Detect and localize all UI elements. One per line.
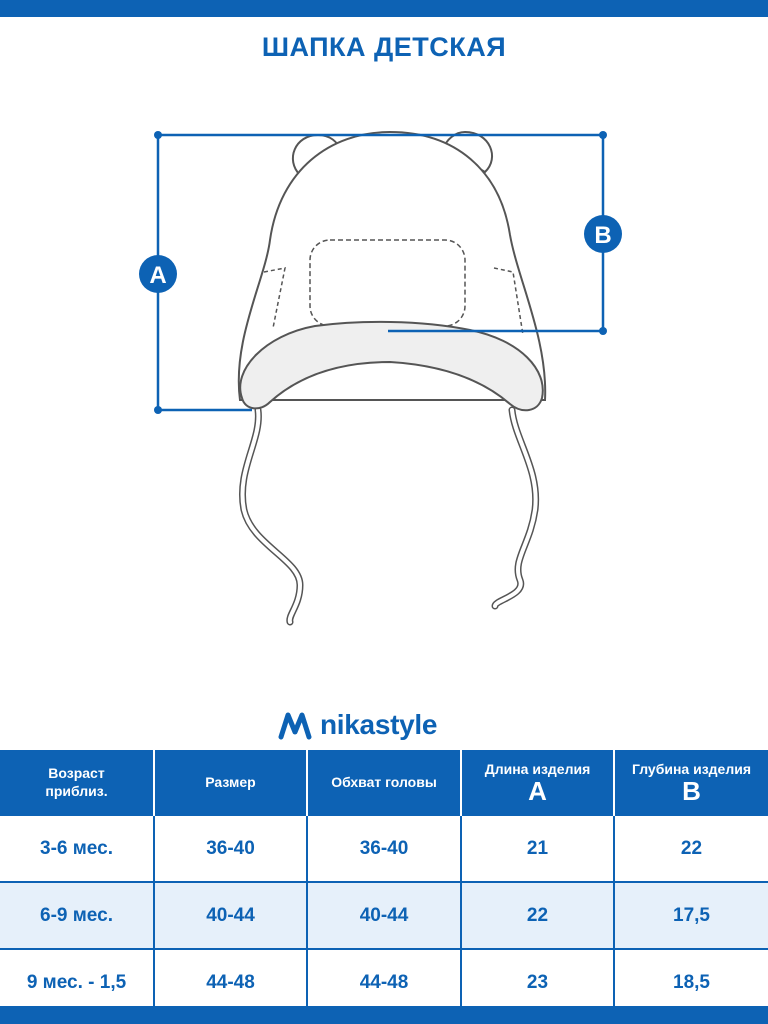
table-cell: 36-40: [306, 814, 462, 883]
top-banner: [0, 0, 768, 17]
dimension-a-label: A: [149, 262, 166, 289]
table-cell: 9 мес. - 1,5: [0, 948, 155, 1017]
left-earflap-stitch: [263, 267, 286, 329]
table-cell: 3-6 мес.: [0, 814, 155, 883]
dimension-b-marker: [584, 215, 622, 253]
table-cell: 22: [613, 814, 768, 883]
table-cell: 17,5: [613, 881, 768, 950]
table-row: 3-6 мес. 36-40 36-40 21 22: [0, 814, 768, 883]
table-row: 9 мес. - 1,5 44-48 44-48 23 18,5: [0, 948, 768, 1017]
table-cell: 40-44: [306, 881, 462, 950]
right-tie-inner: [493, 408, 538, 608]
header-head-circumference: Обхват головы: [306, 750, 461, 815]
page-title: ШАПКА ДЕТСКАЯ: [261, 32, 507, 62]
right-tie: [491, 406, 540, 610]
size-table: Возраст приблиз. Размер Обхват головы Дл…: [0, 750, 768, 1017]
table-cell: 23: [460, 948, 615, 1017]
table-row: 6-9 мес. 40-44 40-44 22 17,5: [0, 881, 768, 950]
dimension-b-label: B: [594, 222, 611, 249]
table-cell: 40-44: [153, 881, 308, 950]
nikastyle-logo-icon: [278, 712, 312, 740]
left-tie: [239, 406, 304, 626]
hat-diagram: A B: [139, 130, 622, 626]
brand-name: nikastyle: [320, 709, 438, 740]
dimension-a-marker: [139, 255, 177, 293]
left-tie-inner: [240, 408, 303, 624]
header-age: Возраст приблиз.: [0, 750, 154, 815]
hat-lining: [239, 320, 544, 412]
table-cell: 22: [460, 881, 615, 950]
table-cell: 18,5: [613, 948, 768, 1017]
size-table-header: Возраст приблиз. Размер Обхват головы Дл…: [0, 750, 768, 815]
brand-logo: nikastyle: [278, 706, 437, 744]
header-size: Размер: [153, 750, 307, 815]
table-cell: 36-40: [153, 814, 308, 883]
header-length: Длина изделия A: [460, 750, 614, 815]
bottom-banner: [0, 1006, 768, 1024]
header-depth: Глубина изделия B: [613, 750, 768, 815]
table-cell: 21: [460, 814, 615, 883]
table-cell: 6-9 мес.: [0, 881, 155, 950]
